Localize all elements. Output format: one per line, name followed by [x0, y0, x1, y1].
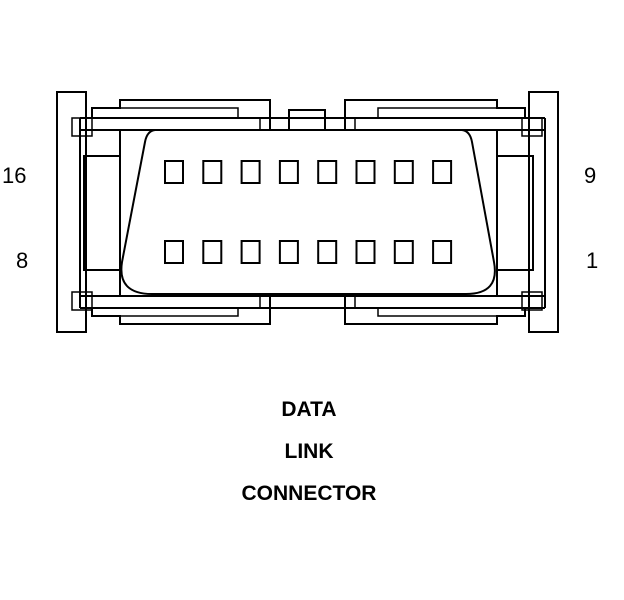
- pin-array: [164, 160, 453, 264]
- pin-label-9: 9: [584, 163, 596, 188]
- pin-socket-8: [164, 240, 184, 264]
- pin-socket-9: [432, 160, 453, 184]
- pin-socket-11: [355, 160, 376, 184]
- pin-socket-16: [164, 160, 184, 184]
- pin-socket-4: [317, 240, 338, 264]
- pin-socket-12: [317, 160, 338, 184]
- top-locking-tabs: [91, 99, 526, 131]
- pin-socket-2: [393, 240, 414, 264]
- connector-housing: [79, 117, 546, 309]
- bottom-locking-tabs: [91, 296, 526, 325]
- pin-label-8: 8: [16, 248, 28, 273]
- pin-label-16: 16: [2, 163, 26, 188]
- pin-socket-13: [278, 160, 299, 184]
- pin-socket-6: [240, 240, 261, 264]
- pin-label-1: 1: [586, 248, 598, 273]
- pin-socket-14: [240, 160, 261, 184]
- pin-socket-1: [432, 240, 453, 264]
- connector-pin-face: [120, 129, 496, 295]
- caption-line-link: LINK: [285, 440, 334, 463]
- pin-socket-3: [355, 240, 376, 264]
- pin-socket-10: [393, 160, 414, 184]
- pin-socket-15: [202, 160, 223, 184]
- pin-socket-7: [202, 240, 223, 264]
- pin-socket-5: [278, 240, 299, 264]
- caption-line-data: DATA: [281, 398, 336, 421]
- caption-line-connector: CONNECTOR: [242, 482, 377, 505]
